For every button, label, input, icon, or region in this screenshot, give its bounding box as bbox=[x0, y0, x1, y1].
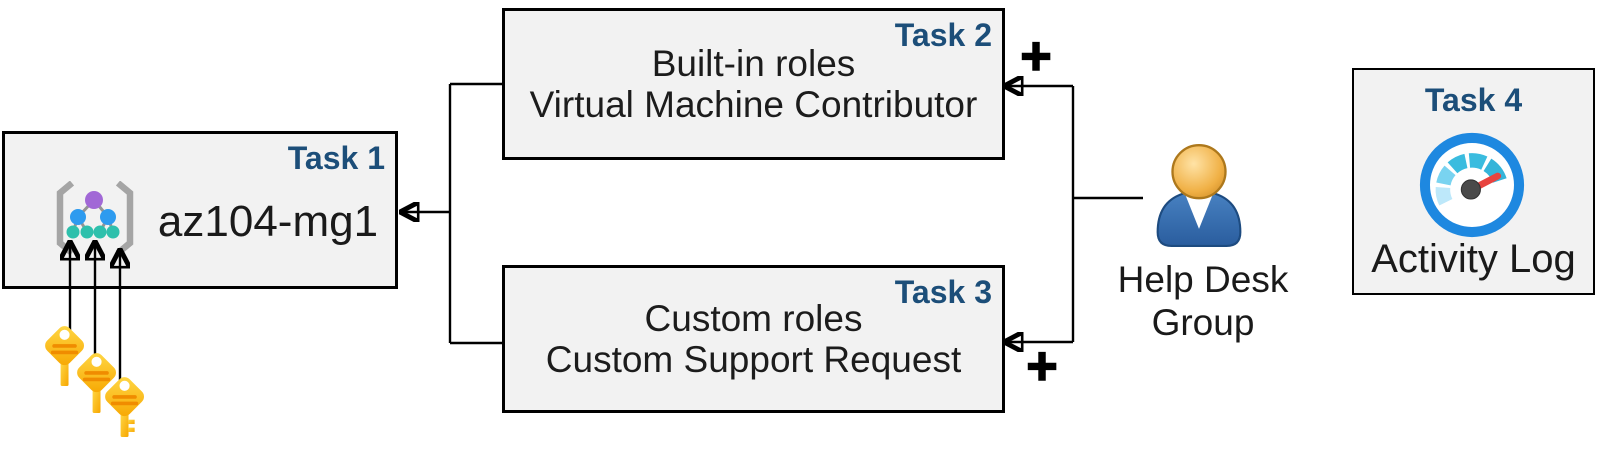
task2-text: Built-in roles Virtual Machine Contribut… bbox=[505, 43, 1002, 125]
key-icon bbox=[45, 326, 85, 386]
bracket-right bbox=[115, 181, 134, 256]
task3-line1: Custom roles bbox=[644, 298, 863, 339]
task4-box: Task 4 Activity Log bbox=[1352, 68, 1595, 295]
task2-line2: Virtual Machine Contributor bbox=[529, 84, 978, 125]
tree-leaf-node bbox=[66, 225, 80, 239]
tree-mid-node bbox=[100, 209, 116, 225]
user-icon bbox=[1156, 144, 1242, 247]
activity-log-caption: Activity Log bbox=[1371, 237, 1576, 281]
help-desk-group-label: Help Desk Group bbox=[1103, 258, 1303, 344]
task3-label: Task 3 bbox=[894, 274, 992, 310]
task2-label: Task 2 bbox=[894, 17, 992, 53]
task1-box: Task 1 az104-mg1 bbox=[2, 131, 398, 289]
tree-leaf-node bbox=[93, 225, 107, 239]
help-desk-label-line1: Help Desk bbox=[1117, 259, 1289, 300]
help-desk-label-line2: Group bbox=[1151, 302, 1255, 343]
tree-root-node bbox=[85, 191, 103, 209]
key-icon bbox=[77, 353, 117, 413]
plus-icon: + bbox=[1019, 25, 1052, 87]
task2-box: Task 2 Built-in roles Virtual Machine Co… bbox=[502, 8, 1005, 160]
management-group-name: az104-mg1 bbox=[157, 197, 379, 246]
task3-text: Custom roles Custom Support Request bbox=[505, 298, 1002, 380]
gauge-segments bbox=[1435, 153, 1507, 206]
gauge-icon bbox=[1419, 132, 1525, 238]
task1-label: Task 1 bbox=[287, 140, 385, 176]
key-icon bbox=[105, 377, 145, 437]
tree-mid-node bbox=[70, 209, 86, 225]
gauge-hub bbox=[1460, 179, 1481, 200]
user-head bbox=[1171, 144, 1227, 200]
task2-line1: Built-in roles bbox=[651, 43, 856, 84]
plus-icon: + bbox=[1025, 335, 1058, 397]
tree-leaf-node bbox=[80, 225, 94, 239]
task4-label: Task 4 bbox=[1424, 82, 1523, 118]
management-group-icon bbox=[56, 181, 134, 256]
tree-leaf-node bbox=[106, 225, 120, 239]
task3-line2: Custom Support Request bbox=[545, 339, 962, 380]
task3-box: Task 3 Custom roles Custom Support Reque… bbox=[502, 265, 1005, 413]
